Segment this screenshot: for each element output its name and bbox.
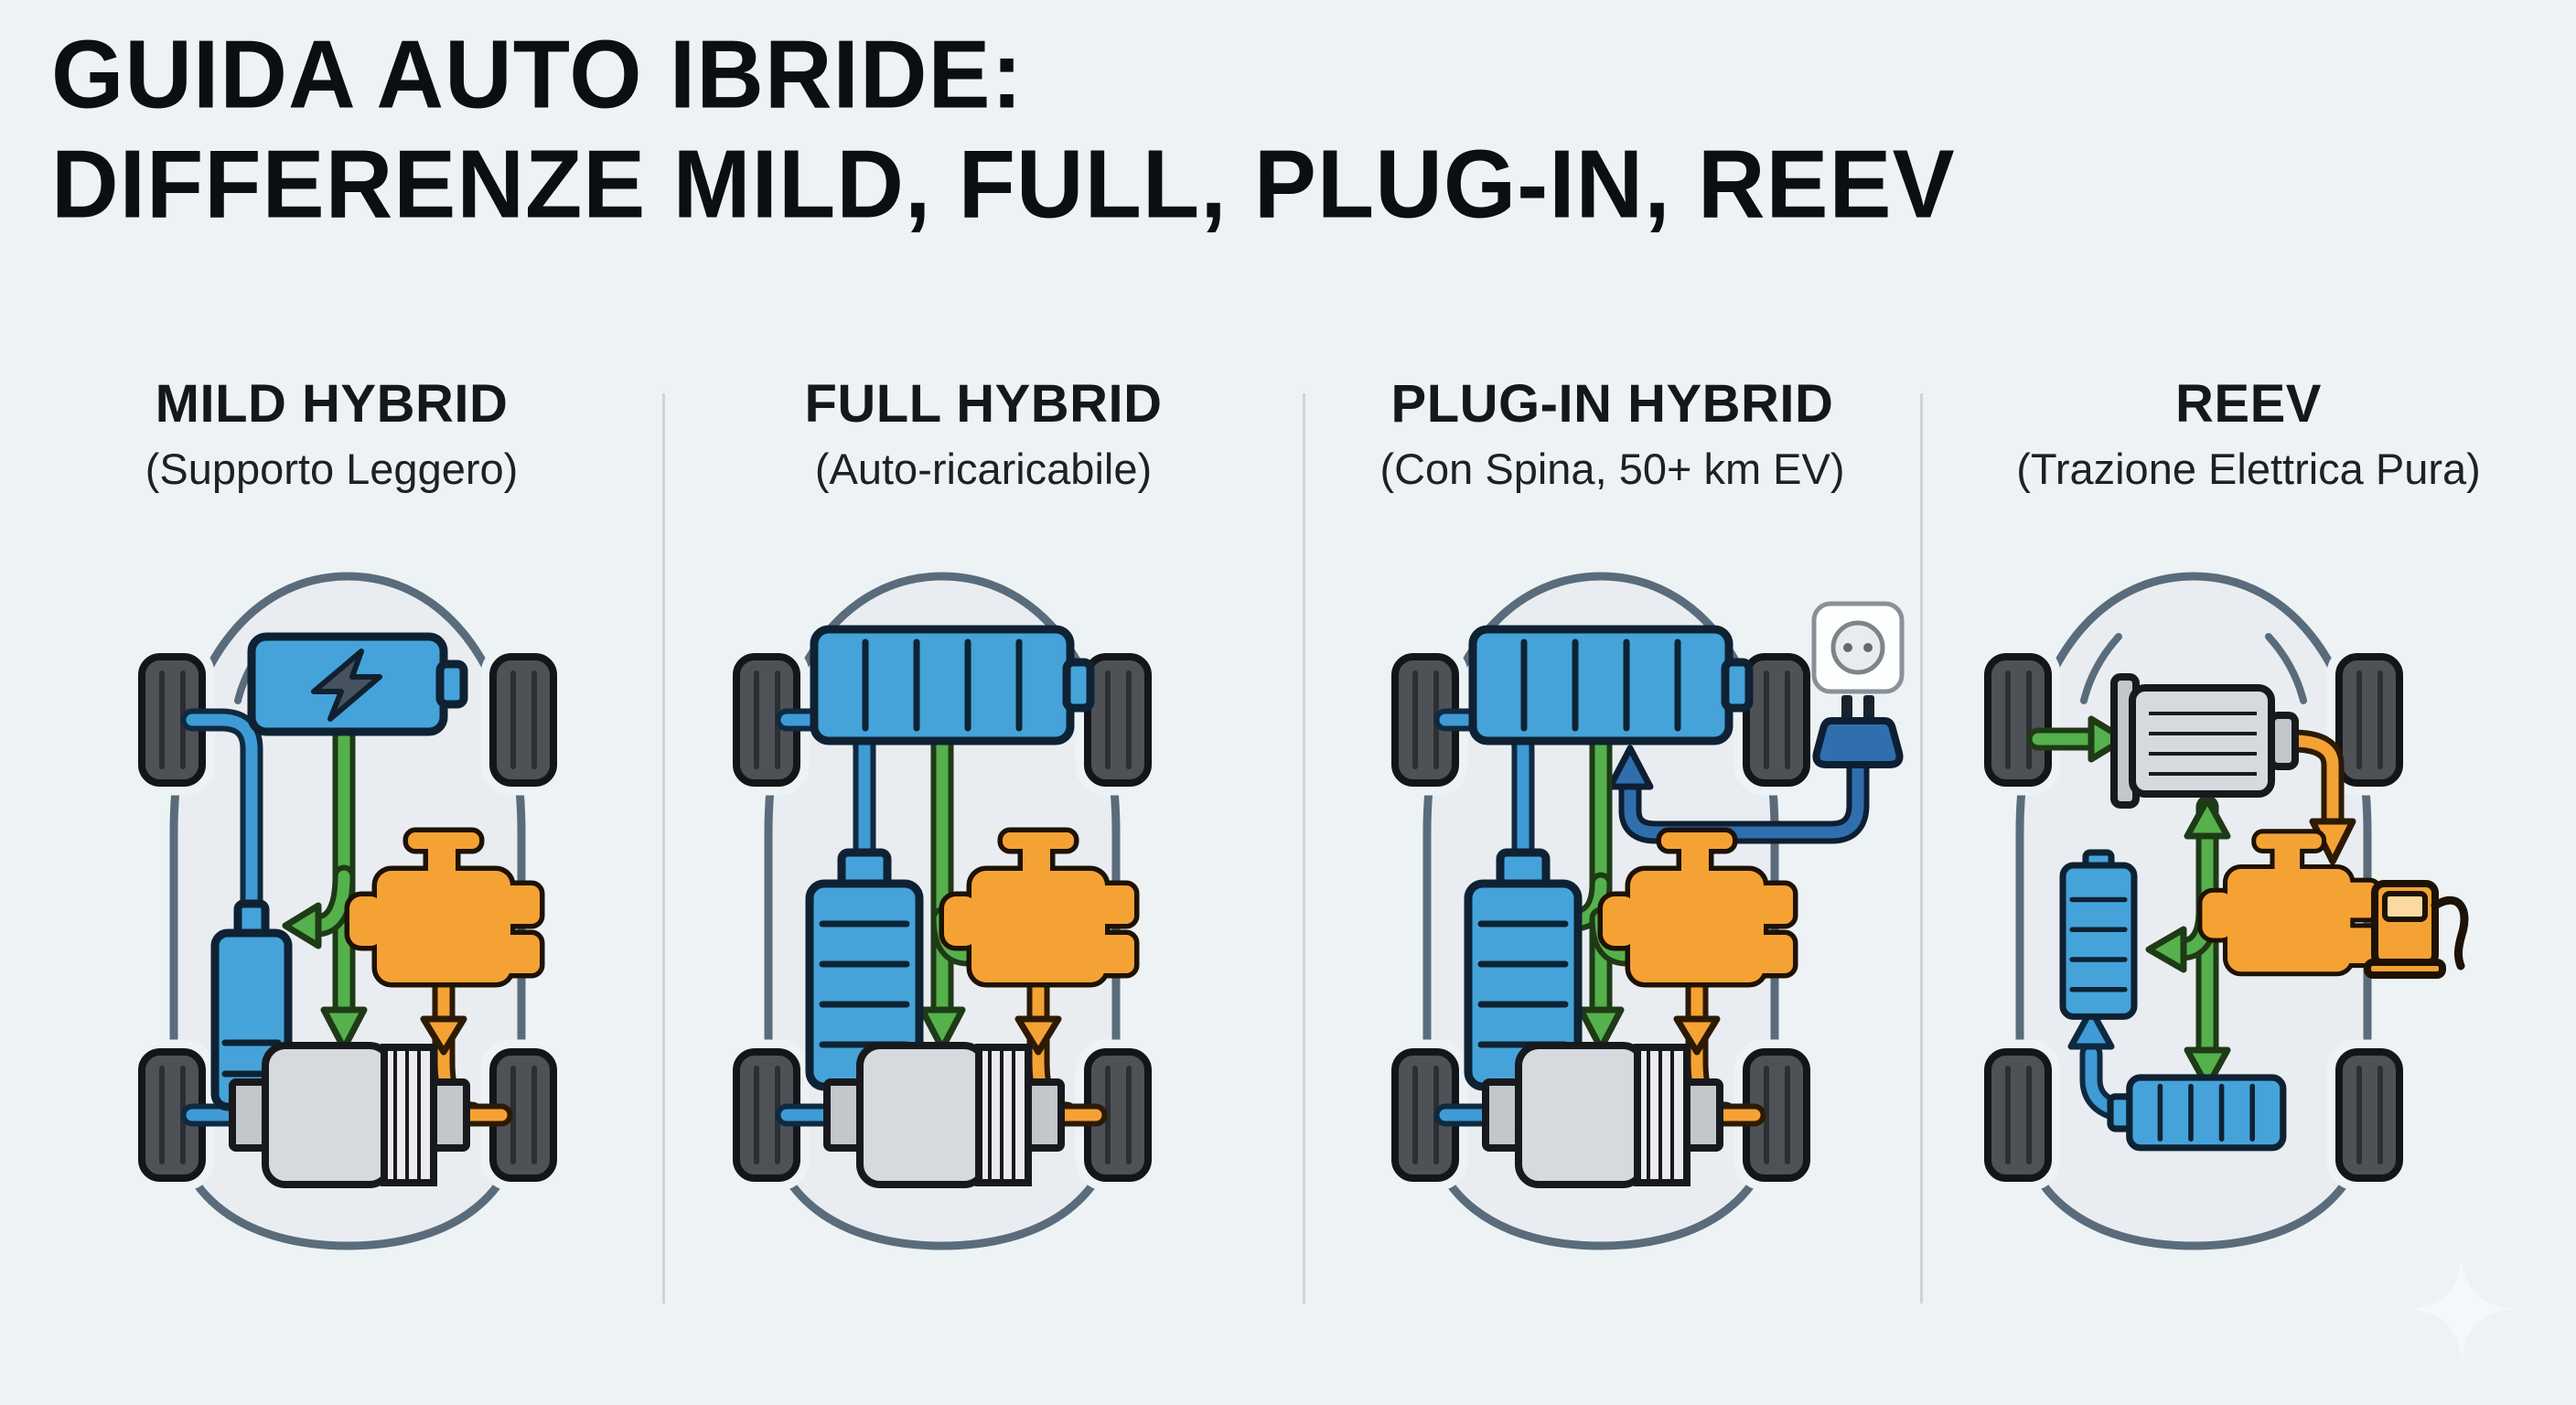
orange-arrow-down-icon xyxy=(420,1015,467,1056)
title-line-1: GUIDA AUTO IBRIDE: xyxy=(51,20,1024,129)
green-arrow-down-icon xyxy=(320,1006,368,1052)
diagram-reev xyxy=(1919,535,2469,1404)
column-divider xyxy=(662,393,665,1303)
panel-subtitle: (Supporto Leggero) xyxy=(145,445,519,493)
blue-arrow-up-icon xyxy=(2067,1006,2115,1050)
bottom-battery-icon xyxy=(2110,1078,2283,1148)
panel-subtitle: (Con Spina, 50+ km EV) xyxy=(1379,445,1845,493)
side-battery-icon xyxy=(2063,853,2134,1016)
header-mild-hybrid: MILD HYBRID (Supporto Leggero) xyxy=(0,373,663,494)
fuel-pump-icon xyxy=(2364,880,2469,979)
traction-battery-icon xyxy=(1473,629,1749,741)
traction-battery-icon xyxy=(814,629,1090,741)
charge-arrow-up-icon xyxy=(1606,745,1654,790)
motor-icon xyxy=(232,1046,467,1185)
diagram-plugin-hybrid xyxy=(1322,535,1905,1404)
panel-subtitle: (Auto-ricaricabile) xyxy=(814,445,1153,493)
orange-arrow-down-icon xyxy=(1014,1015,1062,1056)
header-plugin-hybrid: PLUG-IN HYBRID (Con Spina, 50+ km EV) xyxy=(1304,373,1921,494)
motor-icon xyxy=(1486,1046,1720,1185)
sparkle-watermark xyxy=(2411,1259,2512,1359)
green-arrow-right-icon xyxy=(2088,715,2128,763)
panel-subtitle: (Trazione Elettrica Pura) xyxy=(2016,445,2481,493)
green-arrow-left-icon xyxy=(2145,926,2187,973)
green-arrow-down-icon xyxy=(918,1006,966,1052)
charging-plug-icon xyxy=(1812,695,1904,768)
motor-icon xyxy=(827,1046,1061,1185)
column-divider xyxy=(1303,393,1305,1303)
green-arrow-left-icon xyxy=(282,902,322,949)
electric-motor-icon xyxy=(2114,677,2295,805)
panel-title: FULL HYBRID xyxy=(804,374,1163,434)
header-reev: REEV (Trazione Elettrica Pura) xyxy=(1921,373,2576,494)
wall-socket-icon xyxy=(1811,601,1905,694)
header-full-hybrid: FULL HYBRID (Auto-ricaricabile) xyxy=(663,373,1304,494)
diagram-mild-hybrid xyxy=(46,535,649,1404)
battery-bolt-icon xyxy=(247,632,468,736)
page-title: GUIDA AUTO IBRIDE: DIFFERENZE MILD, FULL… xyxy=(51,20,1956,240)
column-divider xyxy=(1920,393,1923,1303)
panel-title: MILD HYBRID xyxy=(155,374,509,434)
panel-title: REEV xyxy=(2175,374,2322,434)
green-arrow-down-icon xyxy=(2184,1046,2231,1090)
title-line-2: DIFFERENZE MILD, FULL, PLUG-IN, REEV xyxy=(51,129,1956,239)
orange-arrow-down-icon xyxy=(1673,1015,1721,1056)
green-arrow-up-icon xyxy=(2184,796,2231,840)
green-arrow-down-icon xyxy=(1577,1006,1625,1052)
panel-title: PLUG-IN HYBRID xyxy=(1390,374,1834,434)
diagram-full-hybrid xyxy=(640,535,1244,1404)
